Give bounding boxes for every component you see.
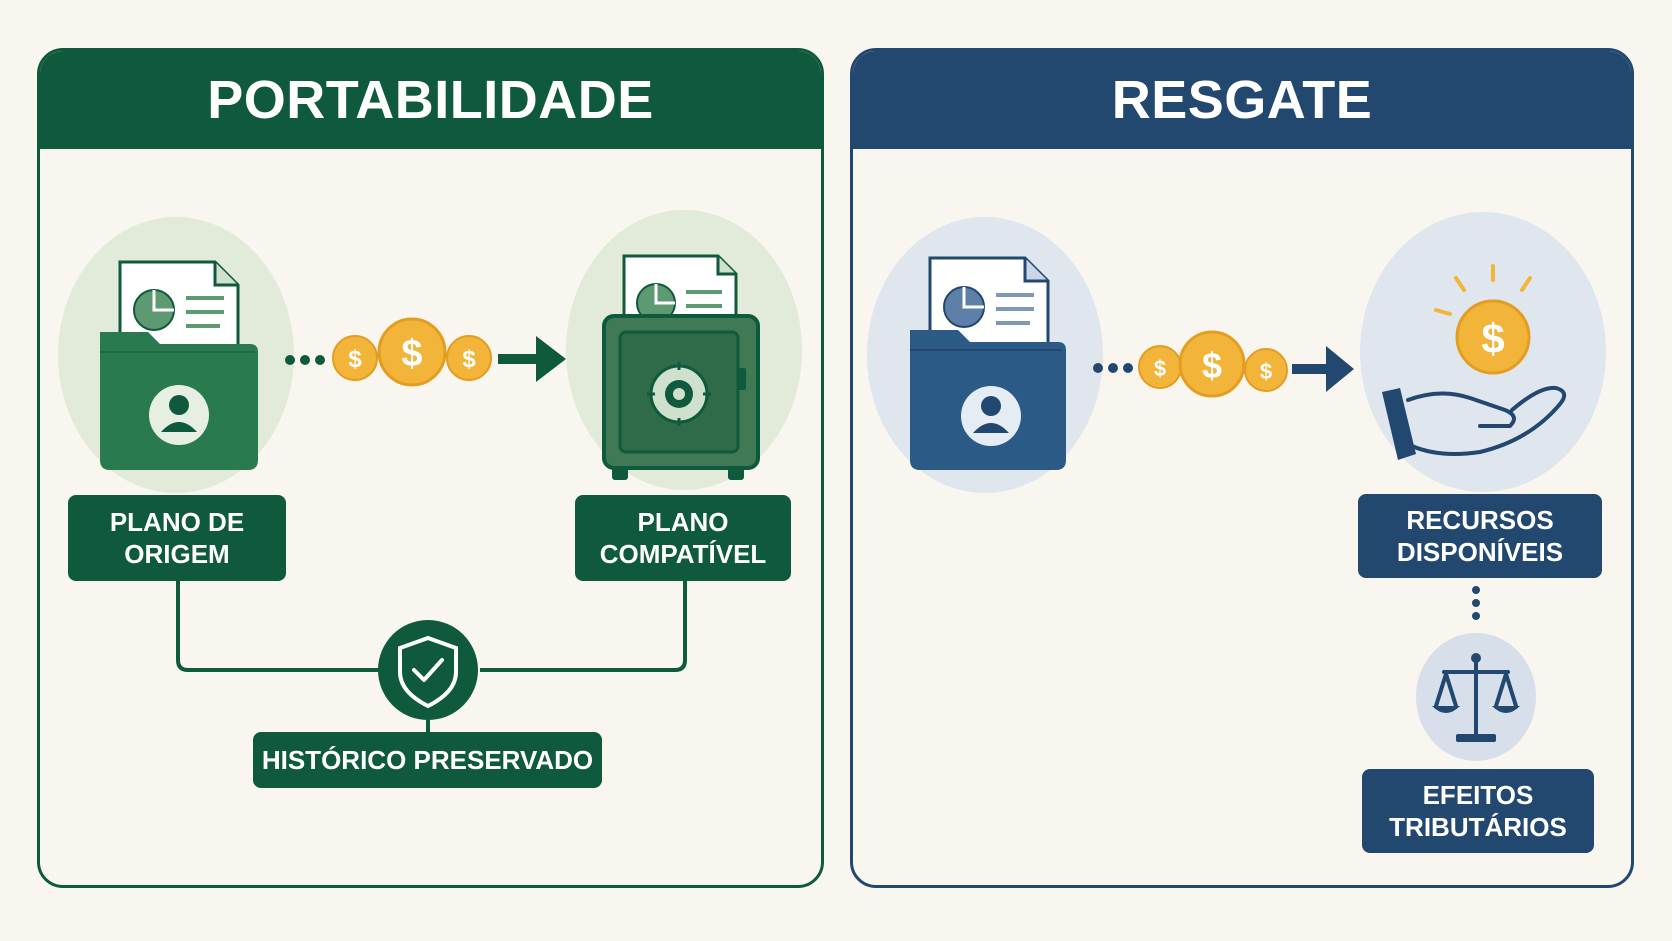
plano-compativel-line-2: COMPATÍVEL [599, 539, 767, 569]
efeitos-tributarios-line-2: TRIBUTÁRIOS [1389, 812, 1567, 842]
efeitos-tributarios-line-1: EFEITOS [1422, 779, 1534, 810]
plano-de-origem-line-2: ORIGEM [124, 539, 230, 569]
coins-icon: $ $ $ [285, 317, 492, 387]
plano-compativel-label: PLANO COMPATÍVEL [575, 495, 791, 581]
document-icon [118, 260, 240, 357]
recursos-disponiveis-label: RECURSOS DISPONÍVEIS [1358, 494, 1602, 578]
svg-text:$: $ [401, 333, 422, 375]
coins-icon: $ $ $ [1093, 330, 1288, 398]
portabilidade-title: PORTABILIDADE [40, 51, 821, 149]
recursos-disponiveis-line-2: DISPONÍVEIS [1396, 537, 1564, 567]
plano-de-origem-line-1: PLANO DE [109, 506, 245, 537]
shield-check-icon [378, 620, 478, 720]
plano-de-origem-label: PLANO DE ORIGEM [68, 495, 286, 581]
arrow-right-icon [498, 336, 566, 382]
arrow-right-icon [1292, 346, 1354, 392]
plano-compativel-line-1: PLANO [637, 506, 729, 537]
svg-text:$: $ [1481, 315, 1504, 362]
safe-icon [566, 210, 802, 490]
historico-preservado-label: HISTÓRICO PRESERVADO [253, 732, 602, 788]
svg-text:$: $ [348, 346, 362, 373]
history-connector [176, 580, 687, 733]
svg-text:$: $ [1154, 356, 1166, 381]
svg-text:$: $ [1260, 359, 1272, 384]
scales-icon [1416, 633, 1536, 761]
svg-text:$: $ [462, 346, 476, 373]
efeitos-tributarios-label: EFEITOS TRIBUTÁRIOS [1362, 769, 1594, 853]
recursos-disponiveis-line-1: RECURSOS [1406, 504, 1554, 535]
hand-coin-icon: $ [1360, 212, 1606, 492]
svg-text:$: $ [1202, 345, 1222, 386]
document-icon [928, 256, 1050, 354]
folder-user-icon [867, 217, 1103, 493]
folder-user-icon [58, 217, 294, 493]
resgate-title: RESGATE [853, 51, 1631, 149]
dotted-connector [1472, 586, 1480, 620]
